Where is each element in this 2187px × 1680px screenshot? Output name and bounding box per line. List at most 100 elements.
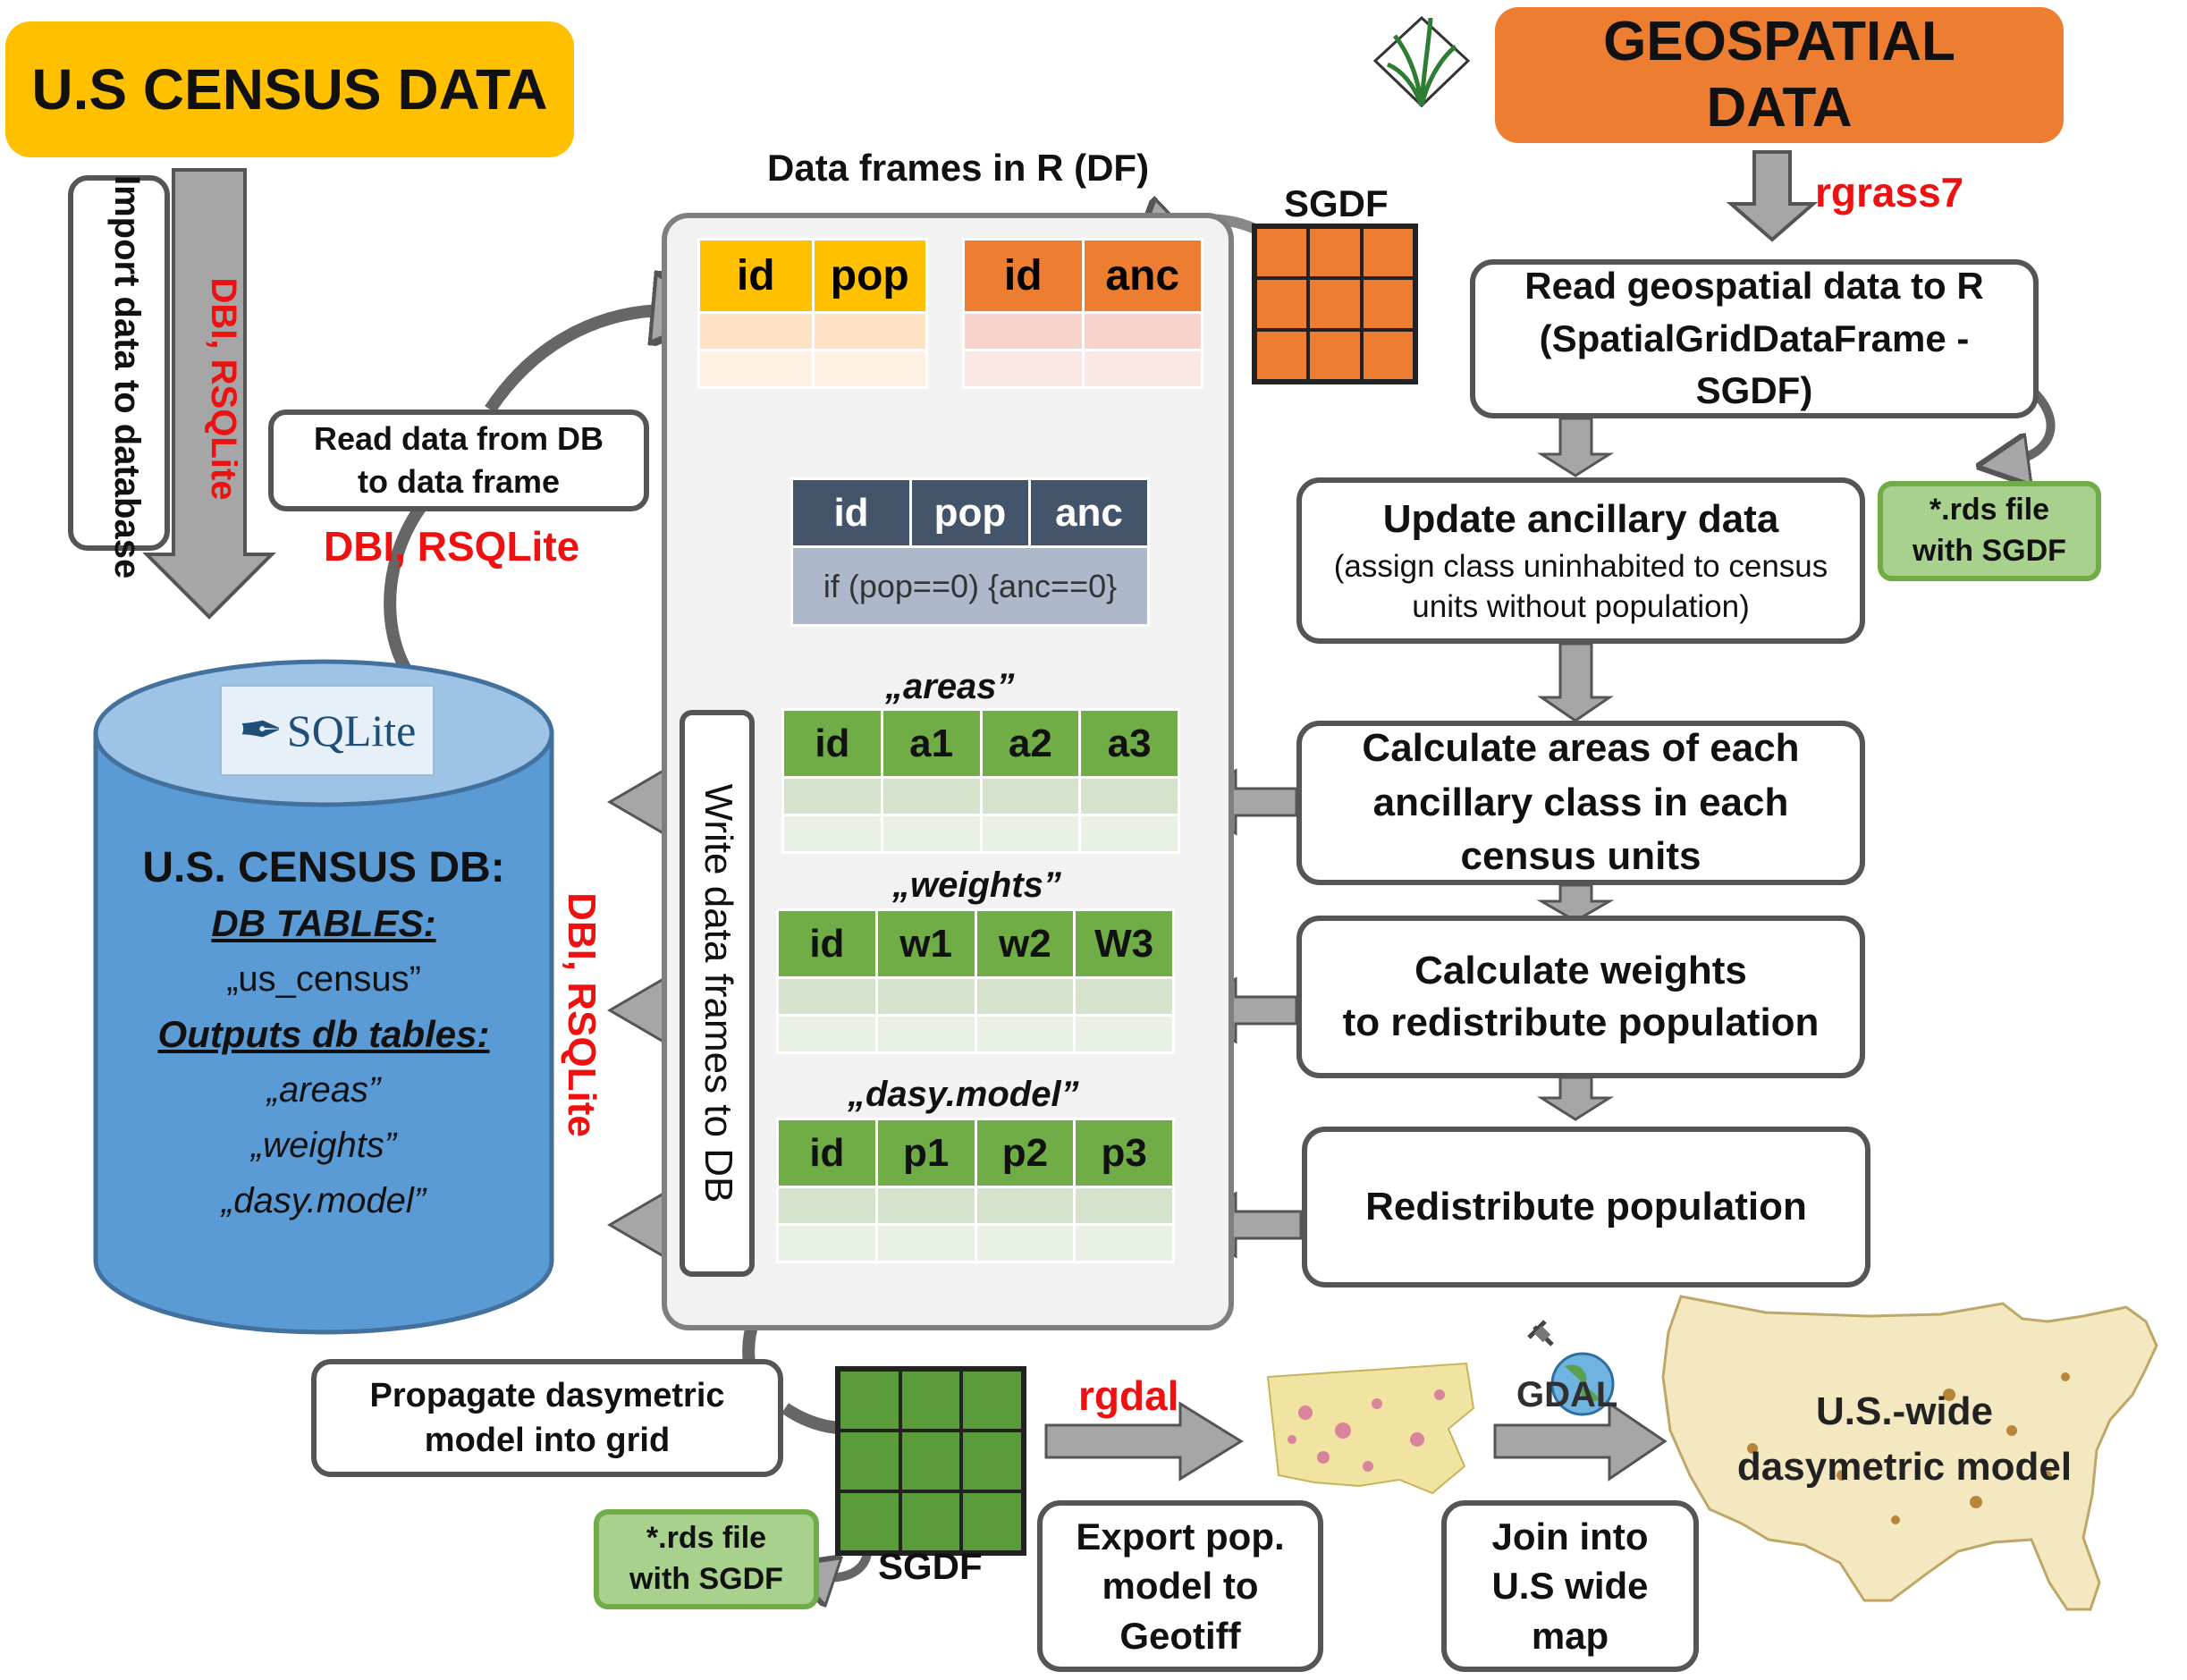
- census-data-header-text: U.S CENSUS DATA: [31, 57, 548, 122]
- us-wide-label: U.S.-wide dasymetric model: [1699, 1384, 2110, 1495]
- arrow-weights-redist: [1536, 1076, 1615, 1121]
- rds-top-box: *.rds file with SGDF: [1878, 481, 2101, 581]
- redistribute-label: Redistribute population: [1365, 1184, 1807, 1228]
- write-db-box: Write data frames to DB: [680, 710, 755, 1277]
- calc-areas-box: Calculate areas of each ancillary class …: [1296, 721, 1865, 885]
- join-box: Join into U.S wide map: [1441, 1500, 1699, 1672]
- regional-map-image: [1266, 1362, 1475, 1495]
- db-tables-heading: DB TABLES:: [211, 902, 436, 944]
- calc-areas-line-1: Calculate areas of each: [1362, 725, 1800, 770]
- db-output-weights: „weights”: [250, 1126, 397, 1165]
- write-db-label: Write data frames to DB: [697, 783, 740, 1203]
- gdal-logo-icon: [1527, 1320, 1615, 1416]
- us-wide-line-1: U.S.-wide: [1815, 1389, 1994, 1433]
- db-table-us-census: „us_census”: [226, 959, 421, 999]
- arrow-to-us-map: [1493, 1401, 1668, 1482]
- table-dasy-header-id: id: [776, 1118, 878, 1188]
- table-weights-header-w3: W3: [1073, 908, 1175, 979]
- arrow-update-areas: [1537, 642, 1614, 722]
- table-dasy-header-p1: p1: [874, 1118, 977, 1188]
- table-weights-header-w1: w1: [874, 908, 977, 979]
- join-line-3: map: [1531, 1614, 1609, 1657]
- geospatial-data-header-text: GEOSPATIAL DATA: [1603, 10, 1955, 139]
- areas-table-name: „areas”: [885, 667, 1015, 706]
- export-line-2: model to: [1102, 1565, 1259, 1608]
- export-line-3: Geotiff: [1119, 1614, 1241, 1657]
- table-pop-header-id: id: [697, 238, 815, 314]
- us-map-image: [1661, 1295, 2158, 1611]
- read-geo-line-3: SGDF): [1695, 369, 1813, 412]
- calc-areas-line-2: ancillary class in each: [1372, 780, 1789, 824]
- geospatial-data-header: GEOSPATIAL DATA: [1495, 7, 2064, 143]
- table-areas-header-a1: a1: [880, 708, 983, 779]
- export-line-1: Export pop.: [1076, 1515, 1285, 1558]
- arrow-to-geotiff: [1044, 1401, 1244, 1482]
- table-pop: id pop: [697, 238, 928, 389]
- dbi-label-read: DBI, RSQLite: [324, 523, 580, 570]
- sqlite-logo-text: SQLite: [286, 705, 417, 756]
- update-sub-1: (assign class uninhabited to census: [1333, 548, 1828, 584]
- grass-logo-icon: [1372, 15, 1471, 108]
- rgrass-down-arrow: [1726, 150, 1819, 242]
- rds-top-line-1: *.rds file: [1929, 493, 2050, 528]
- table-areas-header-a2: a2: [979, 708, 1082, 779]
- join-line-1: Join into: [1491, 1515, 1649, 1558]
- db-title: U.S. CENSUS DB:: [142, 844, 505, 891]
- read-geo-box: Read geospatial data to R (SpatialGridDa…: [1470, 259, 2039, 418]
- table-anc-header-anc: anc: [1081, 238, 1203, 314]
- table-weights-header-id: id: [776, 908, 878, 979]
- rds-bottom-line-1: *.rds file: [646, 1521, 767, 1556]
- read-geo-line-2: (SpatialGridDataFrame -: [1539, 317, 1970, 359]
- sgdf-top-label: SGDF: [1284, 182, 1389, 224]
- export-box: Export pop. model to Geotiff: [1037, 1500, 1323, 1672]
- read-db-line-2: to data frame: [357, 463, 561, 500]
- census-down-arrow: [142, 168, 276, 620]
- db-output-areas: „areas”: [266, 1070, 381, 1110]
- import-data-label: Import data to database: [107, 175, 147, 579]
- table-dasy-header-p3: p3: [1073, 1118, 1175, 1188]
- us-wide-line-2: dasymetric model: [1736, 1445, 2073, 1489]
- update-title: Update ancillary data: [1382, 497, 1779, 542]
- rds-top-line-2: with SGDF: [1913, 534, 2066, 568]
- table-merged: id pop anc if (pop==0) {anc==0}: [790, 477, 1150, 627]
- table-anc: id anc: [962, 238, 1203, 389]
- table-dasy-header-p2: p2: [974, 1118, 1077, 1188]
- curve-read-to-rds: [2003, 383, 2056, 463]
- table-weights: id w1 w2 W3: [776, 908, 1175, 1054]
- arrow-areas-weights: [1536, 883, 1615, 923]
- db-output-dasy: „dasy.model”: [221, 1181, 426, 1220]
- census-data-header: U.S CENSUS DATA: [5, 21, 574, 157]
- dbi-vertical-top: DBI, RSQLite: [204, 277, 243, 501]
- sgdf-bottom-grid: [835, 1366, 1026, 1556]
- table-areas: id a1 a2 a3: [781, 708, 1180, 854]
- database-text: U.S. CENSUS DB: DB TABLES: „us_census” O…: [96, 840, 552, 1228]
- sqlite-feather-icon: ✒: [238, 700, 283, 760]
- sqlite-logo: ✒ SQLite: [220, 685, 435, 776]
- update-ancillary-box: Update ancillary data (assign class unin…: [1296, 477, 1865, 644]
- table-merged-header-anc: anc: [1028, 477, 1150, 548]
- rgrass-label: rgrass7: [1815, 169, 1964, 215]
- calc-weights-line-1: Calculate weights: [1414, 948, 1747, 992]
- read-geo-line-1: Read geospatial data to R: [1524, 264, 1984, 307]
- table-pop-header-pop: pop: [811, 238, 928, 314]
- calc-areas-line-3: census units: [1460, 834, 1701, 879]
- table-merged-condition: if (pop==0) {anc==0}: [790, 545, 1150, 627]
- sgdf-top-grid: [1252, 224, 1418, 384]
- dasy-table-name: „dasy.model”: [848, 1075, 1079, 1114]
- update-sub-2: units without population): [1412, 589, 1750, 625]
- propagate-line-2: model into grid: [424, 1422, 671, 1459]
- curve-readbox-to-df: [485, 310, 688, 413]
- gdal-logo-text: GDAL: [1516, 1375, 1618, 1414]
- read-db-box: Read data from DB to data frame: [268, 409, 649, 511]
- table-merged-header-id: id: [790, 477, 912, 548]
- propagate-box: Propagate dasymetric model into grid: [311, 1359, 783, 1477]
- propagate-line-1: Propagate dasymetric: [369, 1376, 725, 1414]
- read-db-line-1: Read data from DB: [313, 420, 604, 458]
- table-areas-header-id: id: [781, 708, 883, 779]
- sgdf-bottom-label: SGDF: [878, 1545, 983, 1587]
- df-title: Data frames in R (DF): [767, 147, 1150, 189]
- rds-bottom-line-2: with SGDF: [629, 1562, 783, 1596]
- table-anc-header-id: id: [962, 238, 1085, 314]
- rds-bottom-box: *.rds file with SGDF: [594, 1509, 819, 1609]
- calc-weights-box: Calculate weights to redistribute popula…: [1296, 916, 1865, 1078]
